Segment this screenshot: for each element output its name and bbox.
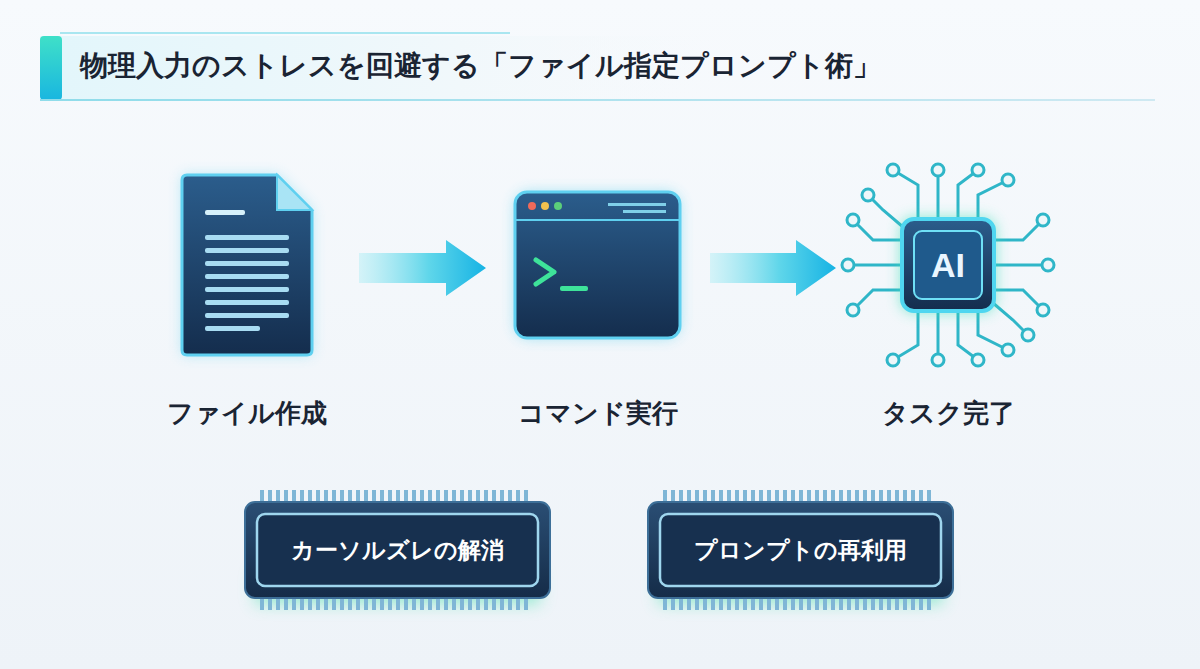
circuit-pad: [972, 354, 984, 366]
step-node: ファイル作成: [137, 160, 357, 440]
step-label: タスク完了: [798, 396, 1098, 431]
chip-body: [648, 502, 953, 598]
circuit-pad: [1037, 304, 1049, 316]
circuit-trace: [853, 220, 903, 240]
flow-arrow: [710, 240, 836, 296]
icon-part: [205, 274, 289, 279]
circuit-pad: [932, 354, 944, 366]
prompt-glyph: [536, 260, 554, 284]
icon-glow: [900, 217, 996, 313]
circuit-pad: [1002, 344, 1014, 356]
icon-part: [205, 235, 289, 240]
ai-chip-text: AI: [931, 246, 965, 285]
icon-part: [528, 202, 536, 210]
doc-graphic: [137, 160, 357, 370]
circuit-pad: [1002, 174, 1014, 186]
icon-glow: [182, 175, 312, 355]
chip-label: プロンプトの再利用: [648, 535, 953, 566]
icon-glow: [515, 192, 680, 338]
circuit-pad: [847, 214, 859, 226]
circuit-trace: [958, 170, 978, 220]
icon-part: [554, 202, 562, 210]
icon-part: [205, 248, 289, 253]
title-rule: [40, 99, 1155, 101]
circuit-pad: [972, 164, 984, 176]
ai-chip-core: [914, 231, 982, 299]
term-graphic: [488, 160, 708, 370]
ai-chip: [902, 219, 994, 311]
icon-part: [623, 210, 666, 213]
circuit-pad: [1042, 259, 1054, 271]
icon-part: [541, 202, 549, 210]
document-icon: [182, 175, 312, 355]
circuit-trace: [848, 264, 903, 267]
feature-chip: カーソルズレの解消: [245, 490, 550, 610]
circuit-pad: [887, 354, 899, 366]
circuit-trace: [993, 264, 1048, 267]
chip-label: カーソルズレの解消: [245, 535, 550, 566]
circuit-trace: [993, 220, 1043, 240]
flow-arrow: [359, 240, 486, 296]
circuit-trace: [993, 290, 1043, 310]
prompt-cursor: [560, 286, 588, 291]
circuit-trace: [853, 290, 903, 310]
page-fold: [277, 175, 312, 210]
circuit-trace: [958, 310, 978, 360]
step-label: コマンド実行: [448, 396, 748, 431]
top-rule: [60, 32, 510, 34]
terminal-icon: [515, 192, 680, 338]
feature-chip: プロンプトの再利用: [648, 490, 953, 610]
circuit-pad: [847, 304, 859, 316]
step-node: コマンド実行: [488, 160, 708, 440]
chip-body: [245, 502, 550, 598]
icon-part: [205, 261, 289, 266]
icon-part: [205, 326, 260, 331]
circuit-trace: [893, 310, 918, 360]
title: 物理入力のストレスを回避する「ファイル指定プロンプト術」: [80, 47, 881, 85]
title-accent: [40, 36, 62, 100]
step-label: ファイル作成: [97, 396, 397, 431]
circuit-pad: [932, 164, 944, 176]
icon-part: [608, 203, 666, 206]
circuit-pad: [1022, 329, 1034, 341]
circuit-pad: [887, 164, 899, 176]
icon-part: [205, 313, 289, 318]
icon-part: [205, 287, 289, 292]
icon-part: [205, 210, 245, 215]
step-node: AIタスク完了: [838, 160, 1058, 440]
icon-part: [205, 300, 289, 305]
circuit-pad: [842, 259, 854, 271]
circuit-trace: [893, 170, 918, 220]
circuit-pad: [1037, 214, 1049, 226]
circuit-pad: [862, 189, 874, 201]
icon-part: [515, 219, 680, 221]
